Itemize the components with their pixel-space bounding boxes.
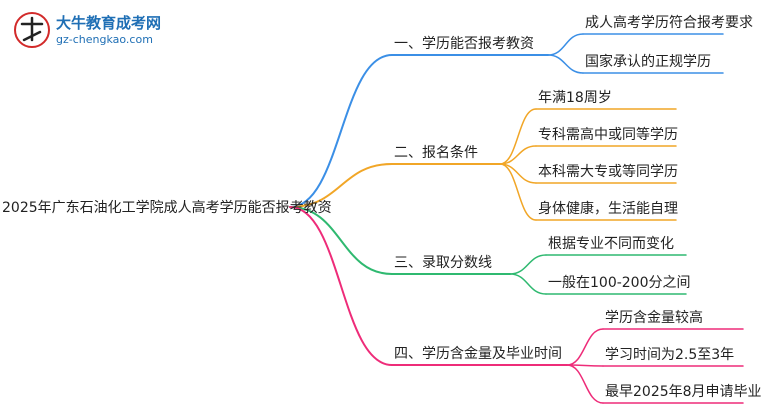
branch-label: 一、学历能否报考教资 bbox=[394, 36, 534, 52]
leaf-label: 本科需大专或等同学历 bbox=[538, 164, 678, 180]
leaf-label: 根据专业不同而变化 bbox=[548, 236, 674, 252]
leaf-label: 年满18周岁 bbox=[538, 90, 612, 106]
branch-connector bbox=[289, 206, 393, 275]
leaf-label: 一般在100-200分之间 bbox=[548, 275, 691, 291]
logo: 大牛教育成考网 gz-chengkao.com bbox=[12, 8, 162, 52]
leaf-label: 专科需高中或同等学历 bbox=[538, 127, 678, 143]
branch-label: 四、学历含金量及毕业时间 bbox=[394, 346, 562, 362]
logo-title: 大牛教育成考网 bbox=[56, 14, 162, 32]
leaf-label: 成人高考学历符合报考要求 bbox=[585, 15, 753, 31]
root-topic: 2025年广东石油化工学院成人高考学历能否报考教资 bbox=[2, 200, 332, 216]
leaf-connector bbox=[566, 328, 604, 366]
leaf-connector bbox=[499, 108, 537, 165]
leaf-connector bbox=[499, 163, 537, 221]
branch-label: 二、报名条件 bbox=[394, 145, 478, 161]
leaf-label: 学习时间为2.5至3年 bbox=[605, 347, 735, 363]
leaf-connector bbox=[547, 33, 584, 56]
leaf-label: 国家承认的正规学历 bbox=[585, 54, 711, 70]
leaf-connector bbox=[547, 54, 584, 74]
logo-mark-icon bbox=[14, 12, 50, 48]
branch-connector bbox=[289, 163, 393, 208]
logo-url: gz-chengkao.com bbox=[56, 33, 153, 46]
leaf-connector bbox=[509, 273, 547, 295]
leaf-label: 最早2025年8月申请毕业 bbox=[605, 384, 762, 400]
branch-connector bbox=[289, 54, 393, 208]
leaf-label: 学历含金量较高 bbox=[605, 310, 703, 326]
branch-label: 三、录取分数线 bbox=[394, 255, 492, 271]
leaf-connector bbox=[566, 364, 604, 404]
branch-connector bbox=[289, 206, 393, 366]
leaf-connector bbox=[499, 145, 537, 165]
leaf-connector bbox=[509, 254, 547, 275]
leaf-label: 身体健康，生活能自理 bbox=[538, 201, 678, 217]
